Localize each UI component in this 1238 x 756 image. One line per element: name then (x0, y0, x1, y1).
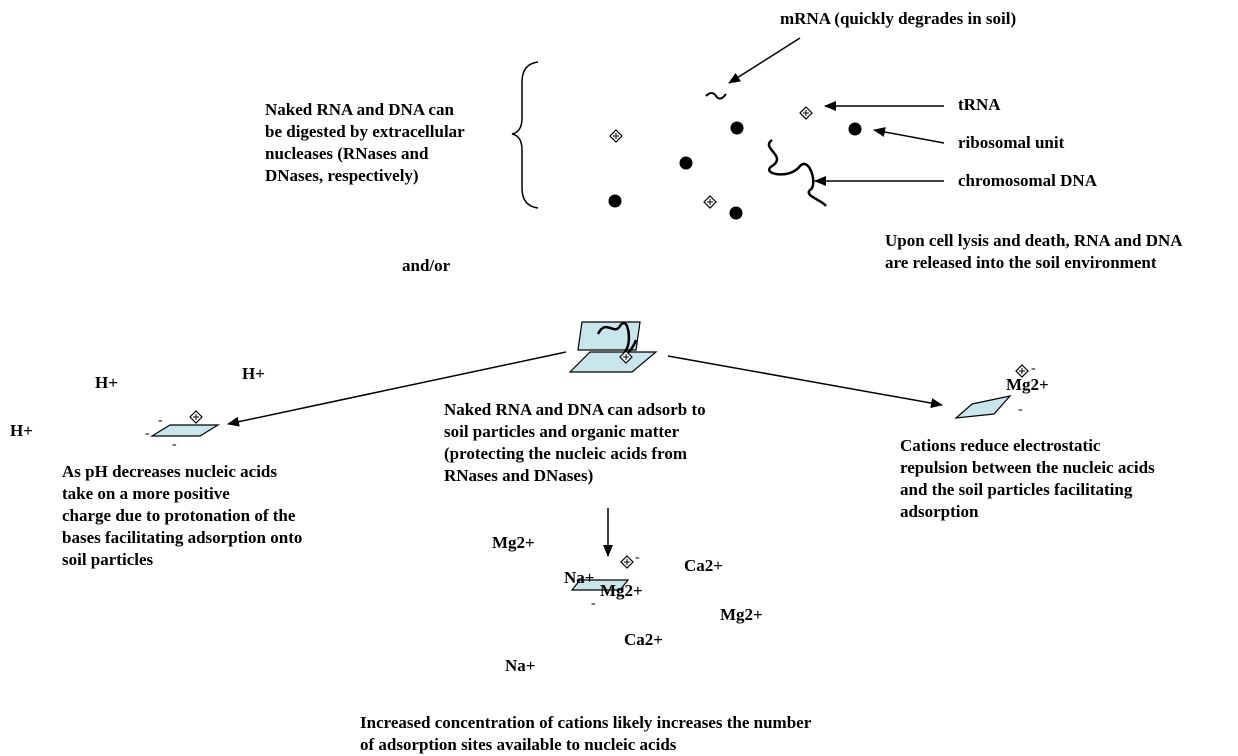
trna-icon (799, 106, 813, 120)
ion-h-plus: H+ (10, 421, 33, 440)
negative-charge-sign: - (172, 437, 177, 452)
ion-mg2-plus: Mg2+ (1006, 375, 1049, 394)
text-cell-lysis: Upon cell lysis and death, RNA and DNA a… (885, 231, 1183, 272)
negative-charge-sign: - (158, 413, 163, 428)
ion-na-plus: Na+ (505, 656, 536, 675)
trna-icon (703, 195, 717, 209)
label-trna: tRNA (958, 95, 1001, 114)
curly-brace (511, 61, 539, 209)
soil-particle (570, 579, 630, 591)
arrow-to-right (667, 355, 943, 408)
ion-na-plus: Na+ (564, 568, 595, 587)
arrow-to-left (227, 351, 567, 427)
soil-particle (149, 424, 221, 437)
ion-ca2-plus: Ca2+ (624, 630, 663, 649)
label-ribosomal-unit: ribosomal unit (958, 133, 1065, 152)
ribosome-dot (848, 122, 862, 136)
arrow-mrna (728, 37, 801, 84)
ion-mg2-plus: Mg2+ (600, 581, 643, 600)
text-increased: Increased concentration of cations likel… (360, 713, 812, 754)
text-and-or: and/or (402, 256, 451, 275)
text-cations-reduce: Cations reduce electrostatic repulsion b… (900, 436, 1155, 521)
text-ph: As pH decreases nucleic acids take on a … (62, 462, 303, 569)
text-naked-digested: Naked RNA and DNA can be digested by ext… (265, 100, 465, 185)
negative-charge-sign: - (1031, 361, 1036, 376)
ion-h-plus: H+ (95, 373, 118, 392)
ion-mg2-plus: Mg2+ (492, 533, 535, 552)
ribosome-dot (730, 121, 744, 135)
ion-mg2-plus: Mg2+ (720, 605, 763, 624)
ion-ca2-plus: Ca2+ (684, 556, 723, 575)
arrow-ribosomal (873, 127, 945, 144)
trna-icon (609, 129, 623, 143)
negative-charge-sign: - (635, 550, 640, 565)
ribosome-dot (608, 194, 622, 208)
negative-charge-sign: - (145, 426, 150, 441)
chromosomal-dna-strand (767, 138, 828, 207)
negative-charge-sign: - (1018, 402, 1023, 417)
label-chromosomal-dna: chromosomal DNA (958, 171, 1097, 190)
soil-particle (954, 395, 1012, 419)
ion-h-plus: H+ (242, 364, 265, 383)
trna-icon (620, 555, 634, 569)
soil-particle (577, 321, 641, 351)
ribosome-dot (679, 156, 693, 170)
ribosome-dot (729, 206, 743, 220)
mrna-strand (705, 92, 727, 100)
label-mrna: mRNA (quickly degrades in soil) (780, 9, 1017, 28)
soil-particle (568, 351, 658, 373)
trna-icon (189, 410, 203, 424)
text-adsorb: Naked RNA and DNA can adsorb to soil par… (444, 400, 706, 485)
negative-charge-sign: - (591, 596, 596, 611)
